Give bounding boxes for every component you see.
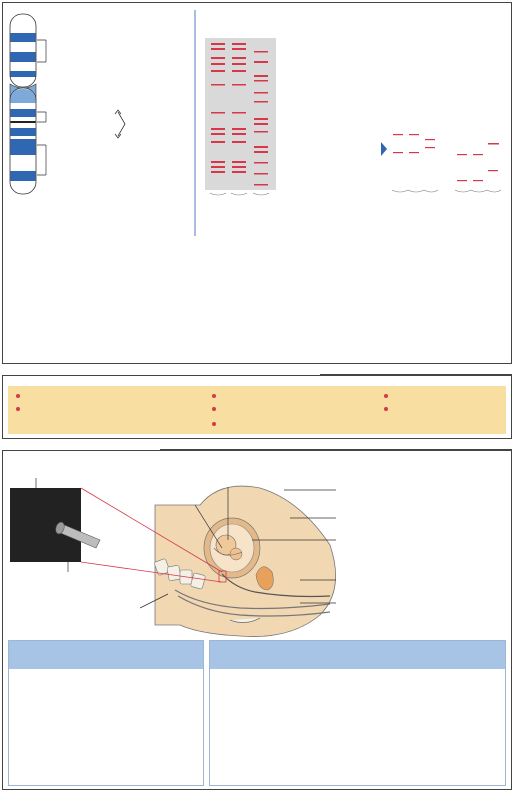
electrophoresis-gel [205,38,276,196]
double-headed-arrow-icon [114,109,126,139]
bullet-marker [212,407,216,411]
bullet-marker [384,394,388,398]
chromosome-band [10,171,36,181]
comparison-bands [393,134,499,182]
chromosome-band [10,109,36,117]
bullet-marker [16,407,20,411]
bottom-panel-header-rule [160,449,512,450]
needle-icon [55,521,101,549]
left-info-box-header [9,641,203,669]
chromosome-band [10,89,36,103]
play-triangle-icon [381,142,387,156]
chromosome-band [10,52,36,62]
chromosome-band-marker [10,121,36,123]
right-info-box-header [210,641,505,669]
bullet-marker [16,394,20,398]
chromosome-ideogram [9,13,47,195]
chromosome-upper-arm [9,13,37,88]
pointer-line [80,561,223,583]
middle-panel-header-rule [320,374,512,375]
bullet-marker [212,394,216,398]
chromosome-band [10,33,36,42]
pointer-line [80,487,223,573]
leader-lines [139,487,336,609]
chromosome-band [10,71,36,77]
bladder [255,566,274,591]
chromosome-band [10,128,36,136]
amnio-needle-inset [10,488,81,562]
pelvic-anatomy-illustration [154,485,336,637]
chromosome-band [10,139,36,155]
info-strip [8,386,506,434]
bullet-marker [384,407,388,411]
bullet-marker [212,422,216,426]
